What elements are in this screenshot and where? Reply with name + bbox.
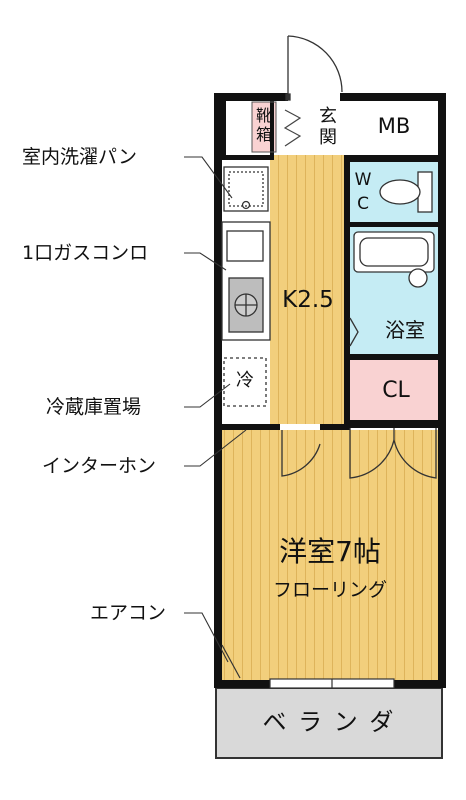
entrance-label: 玄関 xyxy=(319,106,337,148)
fridge-label: 冷 xyxy=(236,370,254,391)
balcony-label: ベ ラ ン ダ xyxy=(262,708,396,736)
kitchen-label: K2.5 xyxy=(282,287,334,313)
mb-box xyxy=(350,101,438,155)
closet-fill xyxy=(350,360,438,422)
entrance-hall-floor xyxy=(270,155,344,167)
bottom-window xyxy=(269,678,395,689)
callout-intercom: インターホン xyxy=(42,455,157,477)
room-doors xyxy=(281,428,437,479)
kitchen-counter xyxy=(221,221,271,341)
kitchen-floor xyxy=(270,162,344,424)
bathtub-drawing xyxy=(353,231,435,288)
mb-label: MB xyxy=(377,114,411,138)
toilet-drawing xyxy=(379,171,433,213)
callout-gas-stove: 1口ガスコンロ xyxy=(22,242,149,264)
callout-fridge-space: 冷蔵庫置場 xyxy=(46,396,142,418)
balcony-fill xyxy=(215,687,443,759)
shoe-box-label: 靴箱 xyxy=(255,106,272,144)
wc-w-label: W xyxy=(354,170,372,190)
fridge-box xyxy=(223,357,267,407)
wc-c-label: C xyxy=(357,194,369,214)
washer-pan-drawing xyxy=(223,166,269,212)
callout-washer-pan: 室内洗濯パン xyxy=(22,146,137,168)
callout-lines xyxy=(184,156,247,663)
western-room-label: 洋室7帖 xyxy=(279,535,381,568)
western-room-floor xyxy=(222,430,438,680)
bath-label: 浴室 xyxy=(385,318,425,342)
closet-label: CL xyxy=(382,378,410,403)
flooring-label: フローリング xyxy=(272,579,387,601)
entrance-door xyxy=(285,35,343,101)
callout-aircon: エアコン xyxy=(90,602,167,624)
